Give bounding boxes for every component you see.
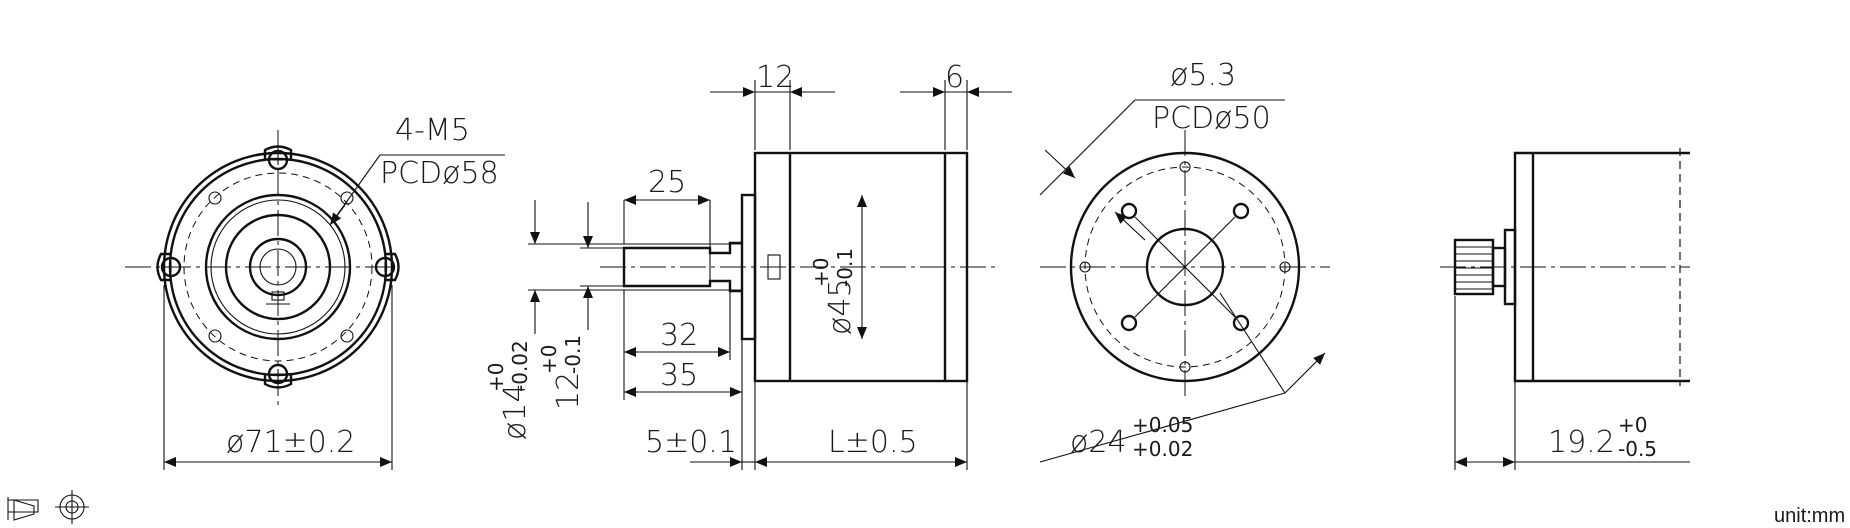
m5-hole <box>208 329 222 343</box>
dim-flange: 12 <box>756 60 794 95</box>
encoder-dim: 19.2 <box>1548 425 1615 460</box>
dia-shaft-tol-upper: +0 <box>537 345 561 374</box>
dim-boss: 5±0.1 <box>645 425 737 460</box>
pcd-hole <box>1079 261 1091 273</box>
mounting-tab <box>156 252 182 282</box>
dim-rear: 6 <box>945 60 964 95</box>
m5-hole <box>208 191 222 205</box>
dim-shaft-flat: 25 <box>648 165 686 200</box>
pcd-hole <box>1120 314 1138 332</box>
dia-boss-tol-lower: -0.02 <box>508 340 532 392</box>
dia-shaft-label: 12 <box>551 372 586 410</box>
mounting-tab <box>263 363 293 389</box>
dia-boss-label: ø14 <box>498 383 533 440</box>
callout-holes: 4-M5 <box>395 113 470 148</box>
unit-label: unit:mm <box>1774 505 1845 527</box>
dia-shaft-tol-lower: -0.1 <box>561 335 585 374</box>
pcd-hole <box>1232 314 1250 332</box>
boss-circle <box>1145 227 1225 307</box>
encoder-gear <box>1453 238 1495 296</box>
pcd-hole <box>1179 361 1191 373</box>
encoder-view: 19.2 +0 -0.5 <box>1440 148 1690 470</box>
pcd-hole <box>1179 161 1191 173</box>
shaft <box>622 241 742 293</box>
m5-hole <box>340 191 354 205</box>
projection-symbol-icon <box>7 490 89 524</box>
boss-tol-upper: +0.05 <box>1132 413 1193 437</box>
pcd-hole <box>1279 261 1291 273</box>
hole-callout: ø5.3 <box>1170 58 1236 93</box>
side-view: 12 6 25 32 35 5±0.1 L±0.5 ø45 +0 -0.1 <box>484 60 1012 470</box>
mounting-tab <box>374 252 400 282</box>
callout-pcd: PCDø58 <box>380 156 499 191</box>
rear-view: ø5.3 PCDø50 ø24 +0.05 +0.02 <box>1039 58 1330 463</box>
boss-tol-lower: +0.02 <box>1132 437 1193 461</box>
dia-boss-tol-upper: +0 <box>484 363 508 392</box>
diameter-label: ø71±0.2 <box>226 425 355 460</box>
encoder-tol-lower: -0.5 <box>1618 437 1657 461</box>
dim-shaft-35: 35 <box>660 358 698 393</box>
dim-shaft-32: 32 <box>660 318 698 353</box>
encoder-tol-upper: +0 <box>1618 413 1647 437</box>
dia-body-tol-upper: +0 <box>809 258 833 287</box>
dim-length: L±0.5 <box>828 425 918 460</box>
dia-body-tol-lower: -0.1 <box>833 248 857 287</box>
boss-label: ø24 <box>1070 425 1127 460</box>
dia-body-label: ø45 <box>823 278 858 335</box>
pcd-callout: PCDø50 <box>1152 101 1271 136</box>
mounting-tab <box>263 145 293 171</box>
m5-hole <box>340 329 354 343</box>
front-view: 4-M5 PCDø58 ø71±0.2 <box>125 113 505 470</box>
pcd-hole <box>1232 202 1250 220</box>
flange-boss <box>740 193 757 341</box>
pcd-hole <box>1120 202 1138 220</box>
